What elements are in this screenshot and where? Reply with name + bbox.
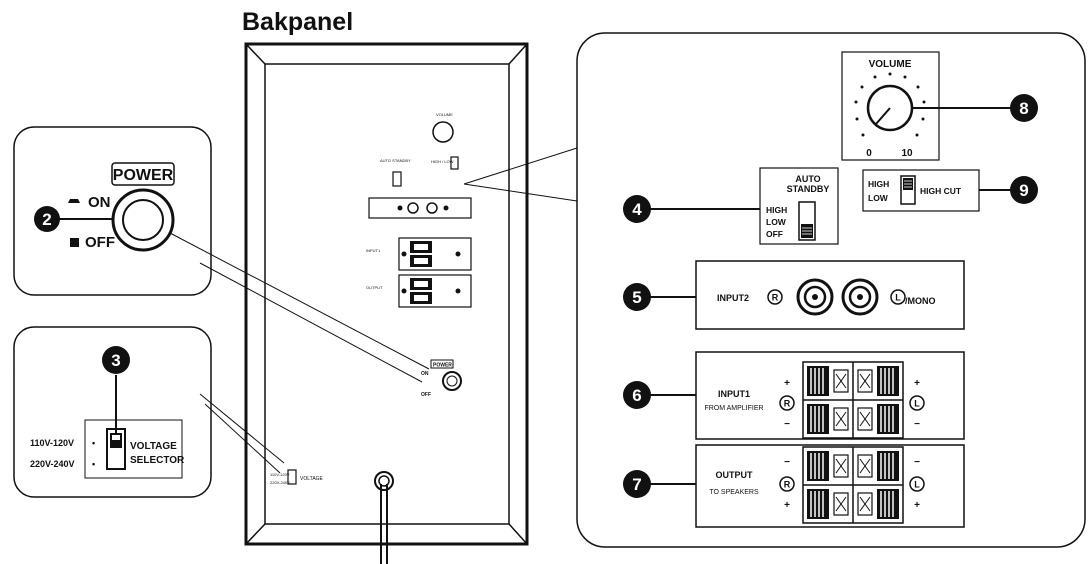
control-zoom-panel: VOLUME 0 10 8 HIGH LOW HIGH	[463, 32, 1086, 548]
auto-standby-opt-low: LOW	[766, 217, 787, 227]
svg-text:HIGH / LOW: HIGH / LOW	[431, 159, 454, 164]
input2-label: INPUT2	[717, 293, 749, 303]
voltage-zoom-panel: 3 110V-120V • 220V-240V • VOLTAGE SELECT…	[13, 326, 285, 498]
power-label-box	[111, 162, 175, 186]
svg-text:OUTPUT: OUTPUT	[366, 285, 383, 290]
callout-5	[623, 283, 651, 311]
auto-standby-section: AUTO STANDBY HIGH LOW OFF 4	[623, 167, 839, 245]
svg-text:4: 4	[632, 200, 642, 219]
input2-section: INPUT2 R L /MONO 5	[623, 260, 965, 330]
auto-standby-title-1: AUTO	[795, 174, 820, 184]
svg-text:AUTO STANDBY: AUTO STANDBY	[380, 158, 411, 163]
volume-scale-dots	[854, 72, 926, 137]
svg-text:6: 6	[632, 386, 641, 405]
mini-voltage-switch	[287, 469, 297, 485]
svg-text:•: •	[92, 438, 95, 448]
svg-text:220V-240V: 220V-240V	[270, 480, 290, 485]
mini-power-label-box	[430, 359, 454, 369]
svg-text:L: L	[895, 293, 901, 303]
svg-text:R: R	[784, 399, 791, 409]
power-zoom-panel: POWER ON OFF 2	[13, 126, 430, 383]
high-cut-section: HIGH LOW HIGH CUT 9	[862, 169, 1038, 212]
input1-label-2: FROM AMPLIFIER	[704, 405, 763, 412]
callout-4	[623, 195, 651, 223]
output-label-1: OUTPUT	[716, 470, 754, 480]
callout-2	[34, 206, 60, 232]
on-position-icon	[68, 199, 80, 203]
power-label: POWER	[113, 167, 174, 184]
svg-text:−: −	[784, 457, 790, 468]
svg-text:+: +	[784, 500, 790, 511]
voltage-selector-label-2: SELECTOR	[130, 455, 185, 466]
callout-9	[1010, 176, 1038, 204]
svg-text:L: L	[914, 399, 920, 409]
voltage-range-1: 110V-120V	[30, 438, 74, 448]
svg-text:7: 7	[632, 475, 641, 494]
input1-section: INPUT1 FROM AMPLIFIER R + − L + −	[623, 351, 965, 440]
input1-right-marker	[779, 395, 795, 411]
callout-6	[623, 381, 651, 409]
off-position-icon	[70, 238, 79, 247]
svg-text:−: −	[784, 419, 790, 430]
output-label-2: TO SPEAKERS	[709, 489, 759, 496]
svg-text:9: 9	[1019, 181, 1028, 200]
volume-section: VOLUME 0 10 8	[841, 51, 1038, 161]
high-cut-opt-high: HIGH	[868, 179, 889, 189]
output-terminal-block	[802, 446, 904, 524]
mini-power-label: POWER	[433, 363, 452, 369]
svg-text:R: R	[784, 480, 791, 490]
volume-label: VOLUME	[869, 59, 912, 70]
svg-text:110V-120V: 110V-120V	[270, 472, 290, 477]
svg-text:−: −	[914, 457, 920, 468]
output-right-marker	[779, 476, 795, 492]
svg-text:−: −	[914, 419, 920, 430]
callout-7	[623, 470, 651, 498]
callout-8	[1010, 94, 1038, 122]
output-left-marker	[909, 476, 925, 492]
speaker-cabinet: VOLUME AUTO STANDBY HIGH / LOW	[244, 42, 529, 564]
mini-off-label: OFF	[421, 392, 431, 398]
input1-label-1: INPUT1	[718, 389, 750, 399]
svg-text:3: 3	[111, 351, 120, 370]
volume-max: 10	[901, 148, 913, 159]
input2-left-marker	[890, 289, 906, 305]
auto-standby-opt-off: OFF	[766, 229, 783, 239]
svg-text:8: 8	[1019, 99, 1028, 118]
svg-text:+: +	[914, 378, 920, 389]
svg-text:L: L	[914, 480, 920, 490]
svg-text:+: +	[914, 500, 920, 511]
svg-text:•: •	[92, 459, 95, 469]
voltage-selector-label-1: VOLTAGE	[130, 441, 177, 452]
input1-terminal-block	[802, 361, 904, 439]
input2-mono: /MONO	[905, 296, 936, 306]
svg-text:2: 2	[42, 210, 51, 229]
input1-left-marker	[909, 395, 925, 411]
volume-min: 0	[866, 148, 872, 159]
mini-input2-strip	[368, 197, 472, 219]
auto-standby-title-2: STANDBY	[787, 184, 830, 194]
input2-right-marker	[767, 289, 783, 305]
svg-text:INPUT1: INPUT1	[366, 248, 381, 253]
diagram-title: Bakpanel	[242, 8, 353, 36]
svg-text:5: 5	[632, 288, 641, 307]
voltage-range-2: 220V-240V	[30, 459, 75, 469]
auto-standby-opt-high: HIGH	[766, 205, 787, 215]
high-cut-label: HIGH CUT	[920, 186, 962, 196]
mini-on-label: ON	[421, 371, 429, 377]
mini-volume-knob	[432, 121, 454, 143]
svg-text:+: +	[784, 378, 790, 389]
callout-3	[102, 346, 130, 374]
output-section: OUTPUT TO SPEAKERS R − + L − +	[623, 444, 965, 528]
mini-high-cut-switch	[450, 156, 459, 170]
svg-text:R: R	[772, 293, 779, 303]
svg-text:VOLTAGE: VOLTAGE	[300, 476, 324, 482]
off-label: OFF	[85, 234, 115, 251]
on-label: ON	[88, 194, 111, 211]
mini-terminal-block: INPUT1 OUTPUT	[366, 237, 472, 308]
svg-text:VOLUME: VOLUME	[436, 112, 453, 117]
high-cut-opt-low: LOW	[868, 193, 889, 203]
mini-auto-standby-switch	[392, 171, 402, 187]
